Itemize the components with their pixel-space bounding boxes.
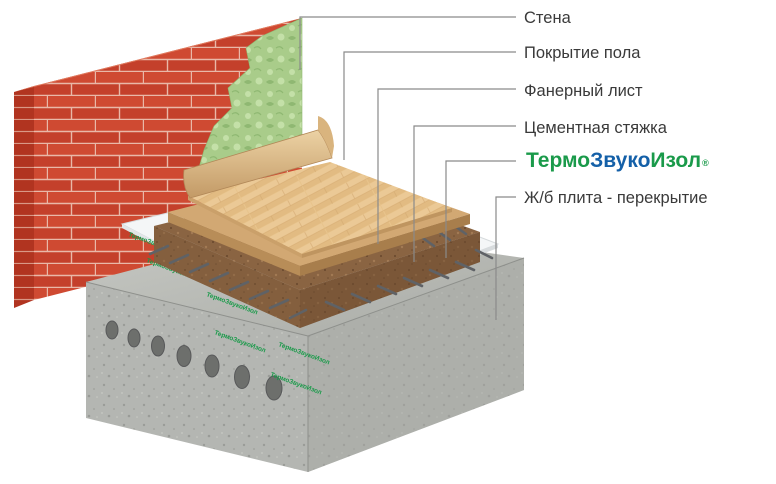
leader-insulation [445,160,516,258]
brand-part-izol: Изол [650,149,702,172]
leader-slab [495,196,516,320]
leader-floor [343,51,516,160]
label-wall: Стена [524,9,571,27]
leader-plywood [377,88,516,244]
concrete-slab [85,226,525,472]
leader-lines [299,16,516,320]
leader-wall [299,16,516,70]
label-insulation-brand-logo: ТермоЗвукоИзол® [526,148,709,174]
label-floor-covering: Покрытие пола [524,44,641,62]
registered-mark: ® [702,158,709,168]
skirting-board [183,116,334,199]
label-concrete-slab: Ж/б плита - перекрытие [524,189,708,207]
brand-part-zvuko: Звуко [590,149,651,172]
label-cement-screed: Цементная стяжка [524,119,667,137]
leader-screed [413,125,516,262]
label-plywood-sheet: Фанерный лист [524,82,643,100]
brand-part-termo: Термо [526,149,591,172]
